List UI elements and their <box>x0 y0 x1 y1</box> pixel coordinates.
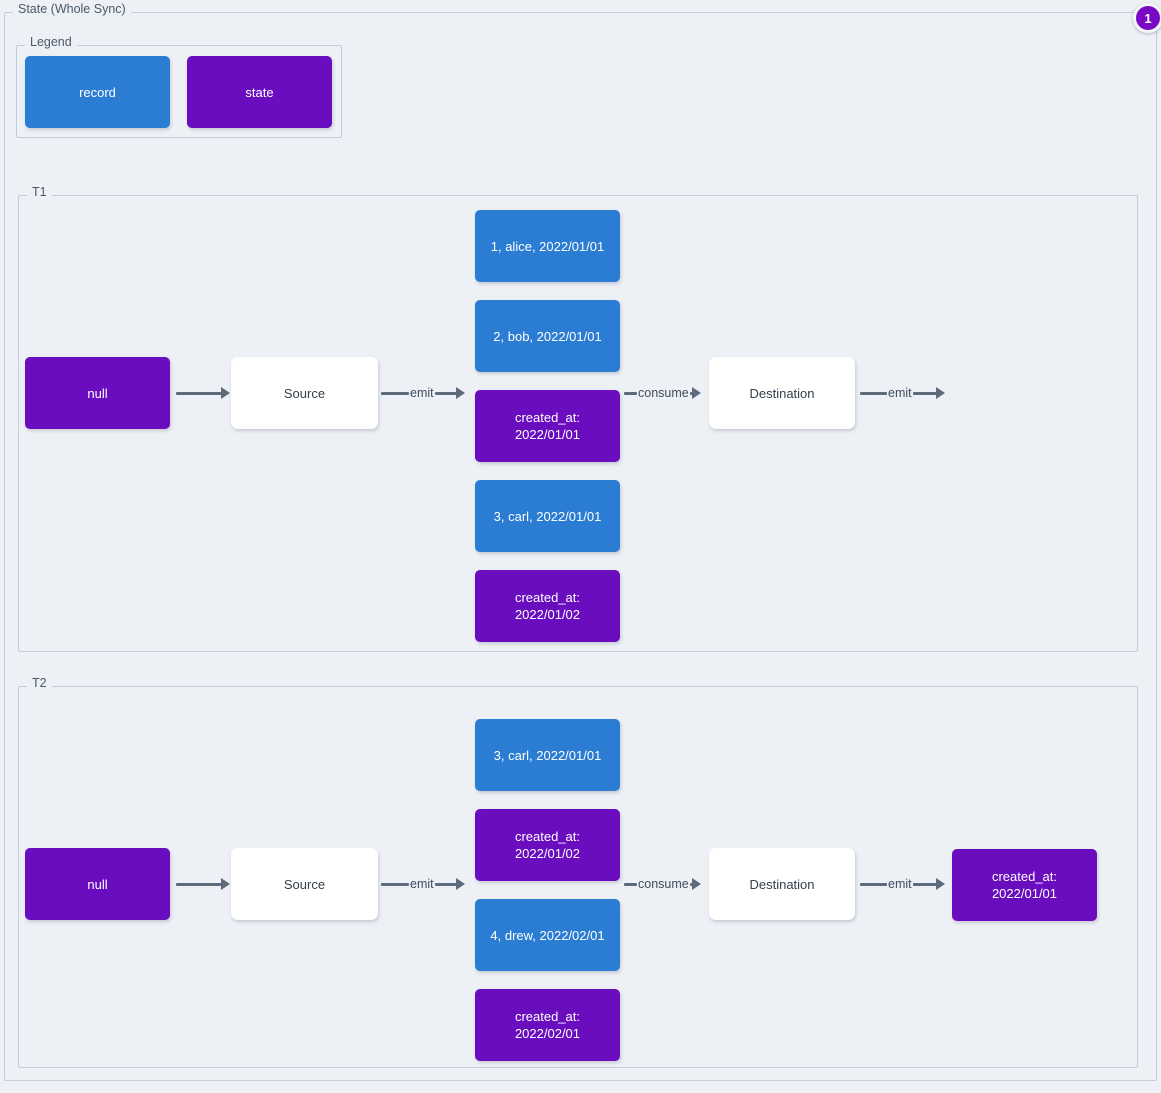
arrow-head-icon <box>221 387 230 399</box>
arrow-line <box>381 882 409 886</box>
legend-swatch-state: state <box>187 56 332 128</box>
edge-label-emit: emit <box>410 386 434 400</box>
t2-panel: T2 <box>18 677 1138 1068</box>
arrow-head-icon <box>455 387 465 399</box>
t2-stream-item-2: 4, drew, 2022/02/01 <box>475 899 620 971</box>
arrow-line <box>434 391 457 395</box>
legend-swatch-record: record <box>25 56 170 128</box>
arrow-line <box>689 882 693 886</box>
arrow-head-icon <box>935 878 945 890</box>
arrow-head-icon <box>935 387 945 399</box>
edge-label-emit: emit <box>888 386 912 400</box>
t2-arrow-consume: consume <box>624 873 701 895</box>
t1-stream-item-4: created_at: 2022/01/02 <box>475 570 620 642</box>
arrow-line <box>624 882 637 886</box>
arrow-line <box>689 391 693 395</box>
arrow-head-icon <box>221 878 230 890</box>
arrow-line <box>912 882 937 886</box>
arrow-head-icon <box>455 878 465 890</box>
arrow-head-icon <box>691 387 701 399</box>
t1-arrow-consume: consume <box>624 382 701 404</box>
status-badge[interactable]: 1 <box>1133 3 1161 33</box>
t2-stream-item-3: created_at: 2022/02/01 <box>475 989 620 1061</box>
t2-initial-state: null <box>25 848 170 920</box>
arrow-line <box>176 391 222 395</box>
arrow-line <box>912 391 937 395</box>
t2-arrow-state-to-source <box>176 873 230 895</box>
t1-stream-item-3: 3, carl, 2022/01/01 <box>475 480 620 552</box>
arrow-head-icon <box>691 878 701 890</box>
arrow-line <box>860 391 887 395</box>
t1-arrow-emit: emit <box>381 382 465 404</box>
t1-arrow-emit-out: emit <box>860 382 945 404</box>
t2-stream-item-1: created_at: 2022/01/02 <box>475 809 620 881</box>
t1-panel: T1 <box>18 186 1138 652</box>
t1-arrow-state-to-source <box>176 382 230 404</box>
edge-label-emit: emit <box>888 877 912 891</box>
t2-destination-node: Destination <box>709 848 855 920</box>
legend-label: Legend <box>25 36 77 49</box>
arrow-line <box>434 882 457 886</box>
t2-output-state: created_at: 2022/01/01 <box>952 849 1097 921</box>
t1-initial-state: null <box>25 357 170 429</box>
legend-panel: Legend <box>16 36 342 138</box>
t2-arrow-emit: emit <box>381 873 465 895</box>
t2-stream-item-0: 3, carl, 2022/01/01 <box>475 719 620 791</box>
t1-stream-item-1: 2, bob, 2022/01/01 <box>475 300 620 372</box>
arrow-line <box>176 882 222 886</box>
arrow-line <box>624 391 637 395</box>
t2-label: T2 <box>27 677 52 690</box>
t1-source-node: Source <box>231 357 378 429</box>
t2-source-node: Source <box>231 848 378 920</box>
t1-stream-item-2: created_at: 2022/01/01 <box>475 390 620 462</box>
root-panel: State (Whole Sync) <box>4 3 1157 1081</box>
edge-label-consume: consume <box>638 877 689 891</box>
page-title: State (Whole Sync) <box>13 3 131 16</box>
t1-stream-item-0: 1, alice, 2022/01/01 <box>475 210 620 282</box>
arrow-line <box>381 391 409 395</box>
edge-label-emit: emit <box>410 877 434 891</box>
edge-label-consume: consume <box>638 386 689 400</box>
t2-arrow-emit-out: emit <box>860 873 945 895</box>
arrow-line <box>860 882 887 886</box>
t1-destination-node: Destination <box>709 357 855 429</box>
t1-label: T1 <box>27 186 52 199</box>
